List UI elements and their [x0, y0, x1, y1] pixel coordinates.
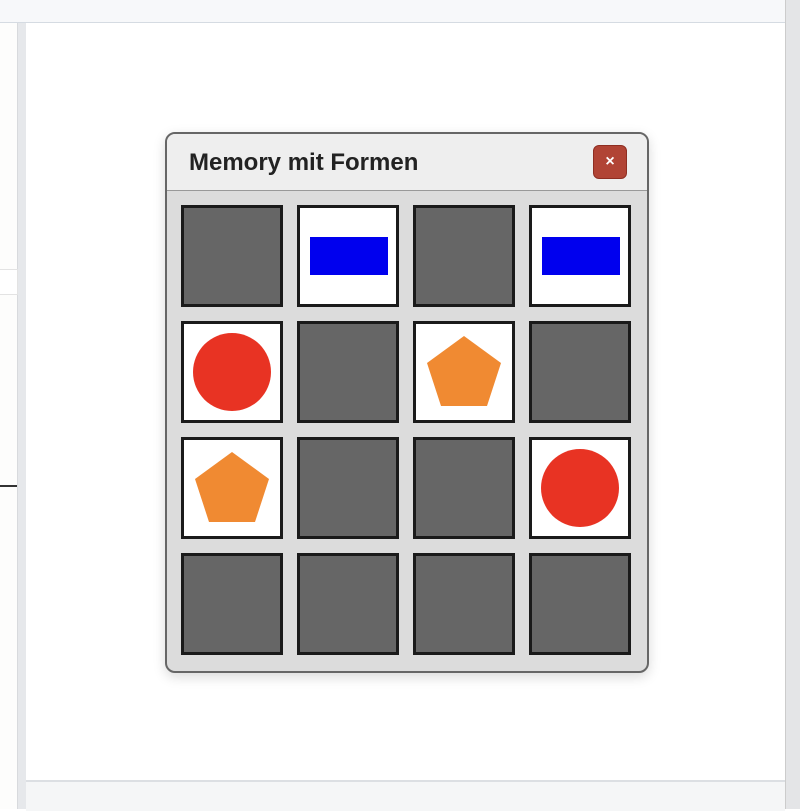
left-panel-field[interactable]: [0, 269, 18, 295]
memory-card[interactable]: [413, 321, 515, 423]
top-toolbar: [0, 0, 785, 23]
memory-card[interactable]: [529, 553, 631, 655]
memory-dialog: Memory mit Formen ×: [165, 132, 649, 673]
memory-card[interactable]: [181, 205, 283, 307]
circle-icon: [193, 333, 271, 411]
close-button[interactable]: ×: [593, 145, 627, 179]
memory-card[interactable]: [297, 553, 399, 655]
memory-card[interactable]: [297, 321, 399, 423]
circle-icon: [541, 449, 619, 527]
memory-card[interactable]: [413, 205, 515, 307]
memory-card[interactable]: [529, 437, 631, 539]
memory-card[interactable]: [413, 437, 515, 539]
close-icon: ×: [605, 153, 615, 170]
left-panel: [0, 23, 18, 809]
scrollbar[interactable]: [785, 0, 800, 809]
bottom-bar: [26, 780, 785, 811]
rectangle-icon: [310, 237, 388, 275]
memory-card[interactable]: [529, 205, 631, 307]
splitter[interactable]: [18, 23, 26, 809]
memory-card[interactable]: [181, 553, 283, 655]
rectangle-icon: [542, 237, 620, 275]
memory-card[interactable]: [181, 321, 283, 423]
pentagon-icon: [427, 336, 501, 406]
dialog-titlebar: Memory mit Formen ×: [167, 134, 647, 191]
dialog-title: Memory mit Formen: [189, 149, 419, 176]
memory-card[interactable]: [413, 553, 515, 655]
memory-card[interactable]: [297, 205, 399, 307]
left-panel-marker: [0, 485, 17, 487]
memory-card[interactable]: [181, 437, 283, 539]
memory-card[interactable]: [297, 437, 399, 539]
memory-card[interactable]: [529, 321, 631, 423]
card-grid: [181, 205, 631, 655]
pentagon-icon: [195, 452, 269, 522]
